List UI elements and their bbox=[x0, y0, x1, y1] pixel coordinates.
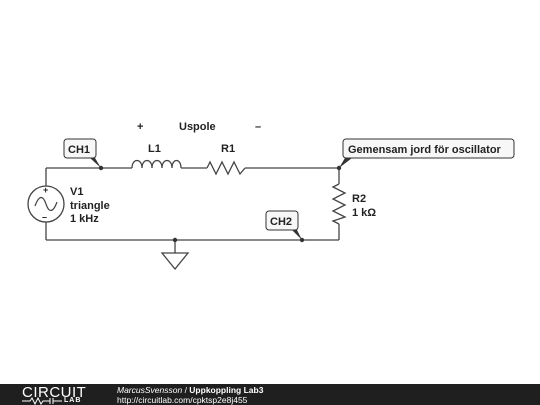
resistor-r2 bbox=[331, 183, 347, 225]
author-link[interactable]: MarcusSvensson bbox=[117, 385, 183, 395]
svg-text:–: – bbox=[42, 212, 47, 222]
v1-name: V1 bbox=[70, 186, 83, 198]
circuit-meta: MarcusSvensson / Uppkoppling Lab3 http:/… bbox=[117, 385, 263, 405]
voltage-source-v1: + – bbox=[27, 185, 65, 223]
v1-wave: triangle bbox=[70, 200, 110, 212]
svg-text:+: + bbox=[43, 185, 48, 195]
coil-voltage-plus: + bbox=[137, 121, 143, 133]
r1-name: R1 bbox=[221, 143, 235, 155]
note-common-ground[interactable]: Gemensam jord för oscillator bbox=[339, 138, 515, 168]
logo-lab-text: LAB bbox=[64, 397, 82, 404]
l1-name: L1 bbox=[148, 143, 161, 155]
meta-separator: / bbox=[182, 385, 190, 395]
circuit-title[interactable]: Uppkoppling Lab3 bbox=[189, 385, 264, 395]
coil-voltage-minus: – bbox=[255, 121, 261, 133]
ch2-label: CH2 bbox=[270, 216, 292, 228]
r2-name: R2 bbox=[352, 193, 366, 205]
probe-ch2[interactable]: CH2 bbox=[265, 210, 302, 240]
footer-bar bbox=[0, 384, 540, 405]
circuitlab-logo[interactable]: CIRCUIT LAB bbox=[22, 384, 92, 405]
logo-circuit-text: CIRCUIT bbox=[22, 384, 87, 401]
logo-resistor-icon bbox=[22, 397, 62, 405]
circuit-url[interactable]: http://circuitlab.com/cpktsp2e8j455 bbox=[117, 395, 248, 405]
coil-voltage-label: Uspole bbox=[179, 121, 216, 133]
meta-line-1: MarcusSvensson / Uppkoppling Lab3 bbox=[117, 385, 263, 395]
ground-icon bbox=[160, 252, 190, 271]
r2-value: 1 kΩ bbox=[352, 207, 376, 219]
probe-ch1[interactable]: CH1 bbox=[63, 138, 101, 168]
wires bbox=[45, 167, 340, 253]
resistor-r1 bbox=[206, 160, 246, 176]
node-ground bbox=[172, 237, 178, 243]
v1-freq: 1 kHz bbox=[70, 213, 99, 225]
inductor-l1 bbox=[131, 159, 182, 169]
ch1-label: CH1 bbox=[68, 144, 90, 156]
note-label: Gemensam jord för oscillator bbox=[348, 144, 502, 156]
circuit-schematic: + – V1 triangle 1 kHz L1 R1 + Uspole – R… bbox=[27, 121, 515, 271]
